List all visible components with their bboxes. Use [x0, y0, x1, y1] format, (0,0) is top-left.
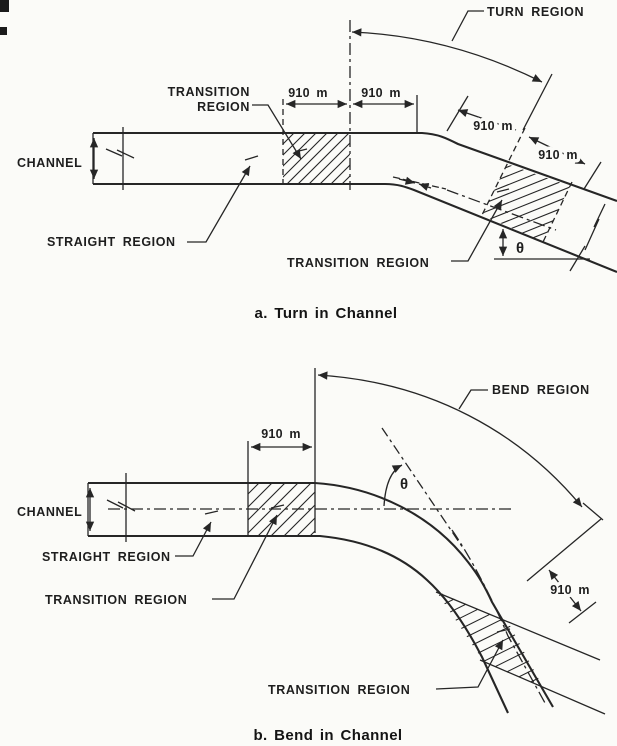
transition-mid-leader-tick-b — [270, 504, 285, 509]
scan-blob-left-edge — [0, 27, 7, 35]
transition-region-bend-label-b: TRANSITION REGION — [268, 683, 410, 697]
transition-region-mid-label-b: TRANSITION REGION — [45, 593, 187, 607]
diagram-b: 910 m BEND REGION θ CHANNEL STRAIGHT REG… — [17, 368, 606, 744]
straight-region-label-b: STRAIGHT REGION — [42, 550, 171, 564]
caption-a: a. Turn in Channel — [255, 305, 398, 322]
turn-region-arc — [351, 28, 543, 83]
dim-label-910-bend2-a: 910 m — [538, 148, 577, 162]
break-mark-a-right — [584, 203, 606, 251]
channel-bottom-line-a — [93, 182, 617, 273]
bend-region-arc — [317, 371, 583, 508]
bend-dim-tick1-a — [446, 95, 469, 132]
break-mark-b-left — [106, 499, 136, 512]
transition-top-leader-a — [252, 104, 302, 160]
channel-top-line-a — [93, 131, 617, 202]
bend-hatch-boundary1-a — [481, 127, 526, 216]
diagram-a: 910 m 910 m TRANSITION REGION TURN REGIO… — [17, 5, 617, 322]
theta-arc-b — [383, 464, 403, 507]
straight-region-leader-a — [187, 165, 251, 243]
caption-b: b. Bend in Channel — [253, 727, 402, 744]
tangent-arrow-left-a — [418, 183, 432, 191]
transition-bend-leader-tick-a — [496, 188, 510, 193]
bend-axis-centerline-b — [451, 529, 546, 704]
bend-arc-end-tick — [582, 502, 604, 521]
bend-region-leader — [458, 389, 488, 410]
hatch-straight-a — [283, 133, 350, 184]
theta-label-b: θ — [400, 476, 409, 493]
hatch-straight-b — [248, 483, 315, 536]
turn-arc-end-tick — [522, 73, 553, 131]
scan-blob-top-left — [0, 0, 9, 12]
theta-vertex-tick-a — [569, 245, 586, 272]
bend-axis-centerline-a — [446, 189, 557, 231]
straight-region-leader-b — [175, 521, 212, 557]
bend-dim-tick2-a — [583, 161, 602, 190]
theta-label-a: θ — [516, 240, 525, 257]
transition-bend-leader-a — [451, 199, 503, 262]
bend-hatch-ext1-b — [435, 591, 601, 661]
bend-dim-radial-tick-b — [526, 518, 602, 582]
transition-region-top-label-line1: TRANSITION — [168, 85, 250, 99]
dim-label-910-left-a: 910 m — [288, 86, 327, 100]
straight-region-leader-tick-b — [204, 510, 219, 515]
transition-bend-leader-b — [435, 639, 504, 690]
dim-label-910-bend-b: 910 m — [550, 583, 589, 597]
tangent-dash-a — [392, 176, 447, 190]
hatch-bend-b — [436, 591, 543, 687]
bend-hatch-boundary2-a — [542, 181, 573, 243]
theta-radial-b — [381, 427, 464, 549]
transition-region-top-label-line2: REGION — [197, 100, 250, 114]
bend-dim-end-tick-b — [568, 601, 597, 624]
bend-dim-seg1-a — [457, 109, 517, 131]
turn-region-leader — [451, 10, 484, 42]
transition-region-bend-label-a: TRANSITION REGION — [287, 256, 429, 270]
bend-hatch-ext2-b — [479, 659, 606, 715]
dim-label-910-bend1-a: 910 m — [473, 119, 512, 133]
dim-label-910-right-a: 910 m — [361, 86, 400, 100]
break-mark-a-left — [105, 148, 135, 159]
transition-top-leader-tick-a — [294, 148, 308, 153]
tangent-arrow-right-a — [398, 176, 416, 185]
bend-dim-b — [548, 569, 582, 612]
bend-dim-seg2-a — [528, 136, 586, 165]
scan-artifacts — [0, 0, 9, 35]
transition-bend-leader-tick-b — [496, 628, 511, 633]
turn-region-label: TURN REGION — [487, 5, 584, 19]
straight-region-label-a: STRAIGHT REGION — [47, 235, 176, 249]
channel-label-b: CHANNEL — [17, 505, 82, 519]
straight-region-leader-tick-a — [244, 155, 259, 161]
dim-label-910-straight-b: 910 m — [261, 427, 300, 441]
transition-mid-leader-b — [212, 514, 278, 600]
channel-label-a: CHANNEL — [17, 156, 82, 170]
bend-region-label: BEND REGION — [492, 383, 590, 397]
